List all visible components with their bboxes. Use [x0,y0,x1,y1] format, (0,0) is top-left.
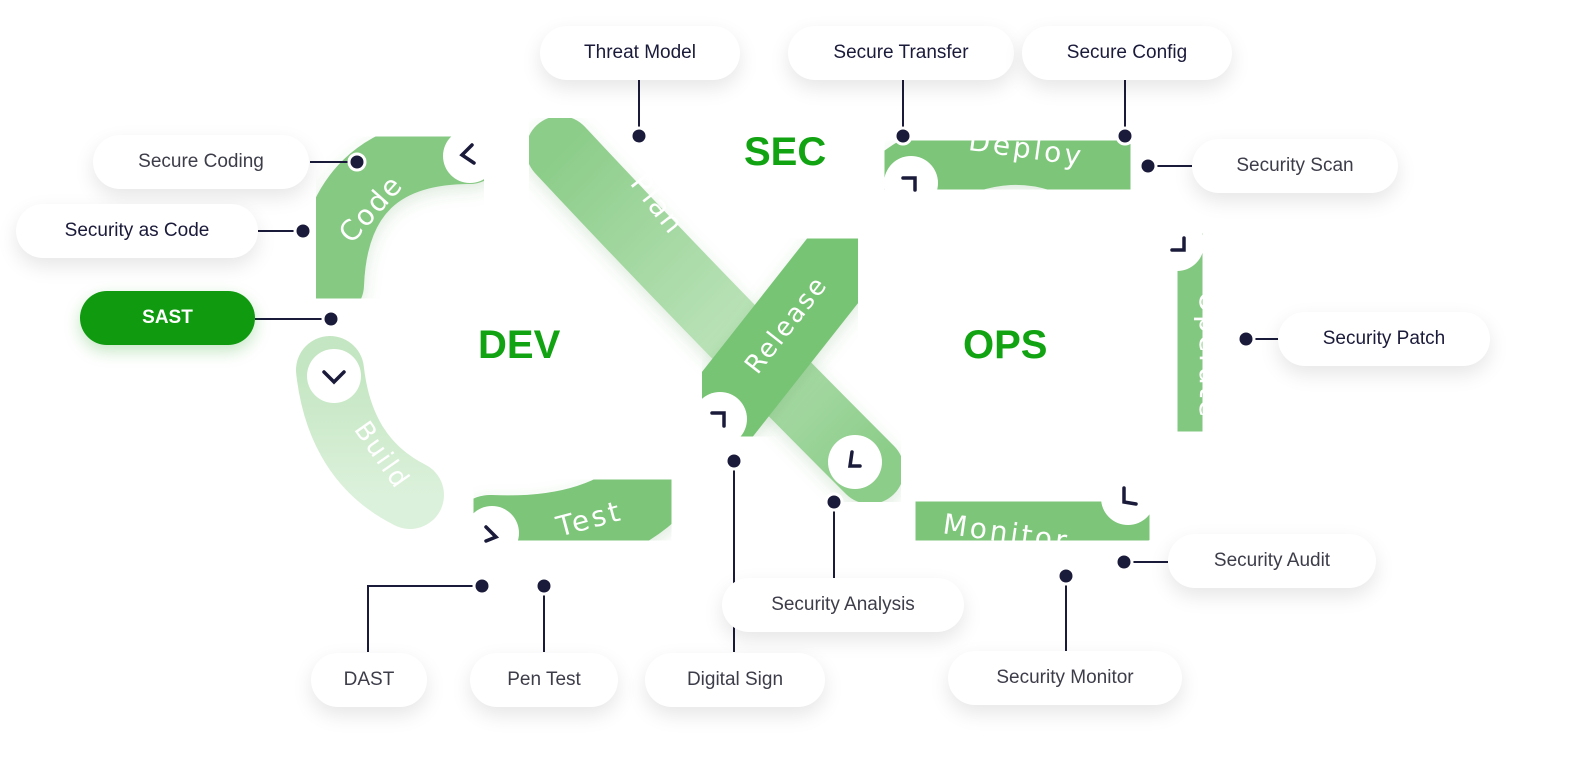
chevron-arrow-icon [465,506,519,560]
segment-code [296,116,504,319]
center-label-ops: OPS [963,323,1048,367]
stage-label-operate: Operate [1193,291,1226,419]
practice-security-audit: Security Audit [1168,534,1376,588]
center-label-sec: SEC [744,130,827,174]
chevron-arrow-icon [443,129,497,183]
chevron-arrow-icon [1101,471,1155,525]
chevron-arrow-icon [307,349,361,403]
practice-sast[interactable]: SAST [80,291,255,345]
practice-security-analysis: Security Analysis [722,578,964,632]
segment-monitor [895,465,1170,577]
practice-secure-coding: Secure Coding [93,135,309,189]
practice-digital-sign: Digital Sign [645,653,825,707]
practice-secure-transfer: Secure Transfer [788,26,1014,80]
practice-threat-model: Threat Model [540,26,740,80]
practice-security-monitor: Security Monitor [948,651,1182,705]
connector-dots [293,126,1256,596]
practice-security-scan: Security Scan [1192,139,1398,193]
chevron-arrow-icon [828,435,882,489]
chevron-arrow-icon [1150,217,1204,271]
segment-operate [1144,214,1237,451]
chevron-arrow-icon [884,156,938,210]
practice-secure-config: Secure Config [1022,26,1232,80]
practice-security-patch: Security Patch [1278,312,1490,366]
practice-dast: DAST [311,653,427,707]
segment-release [675,215,885,460]
center-label-dev: DEV [478,323,561,367]
practice-security-as-code: Security as Code [16,204,258,258]
chevron-arrow-icon [693,392,747,446]
practice-pen-test: Pen Test [470,653,618,707]
segment-plan [526,116,904,504]
